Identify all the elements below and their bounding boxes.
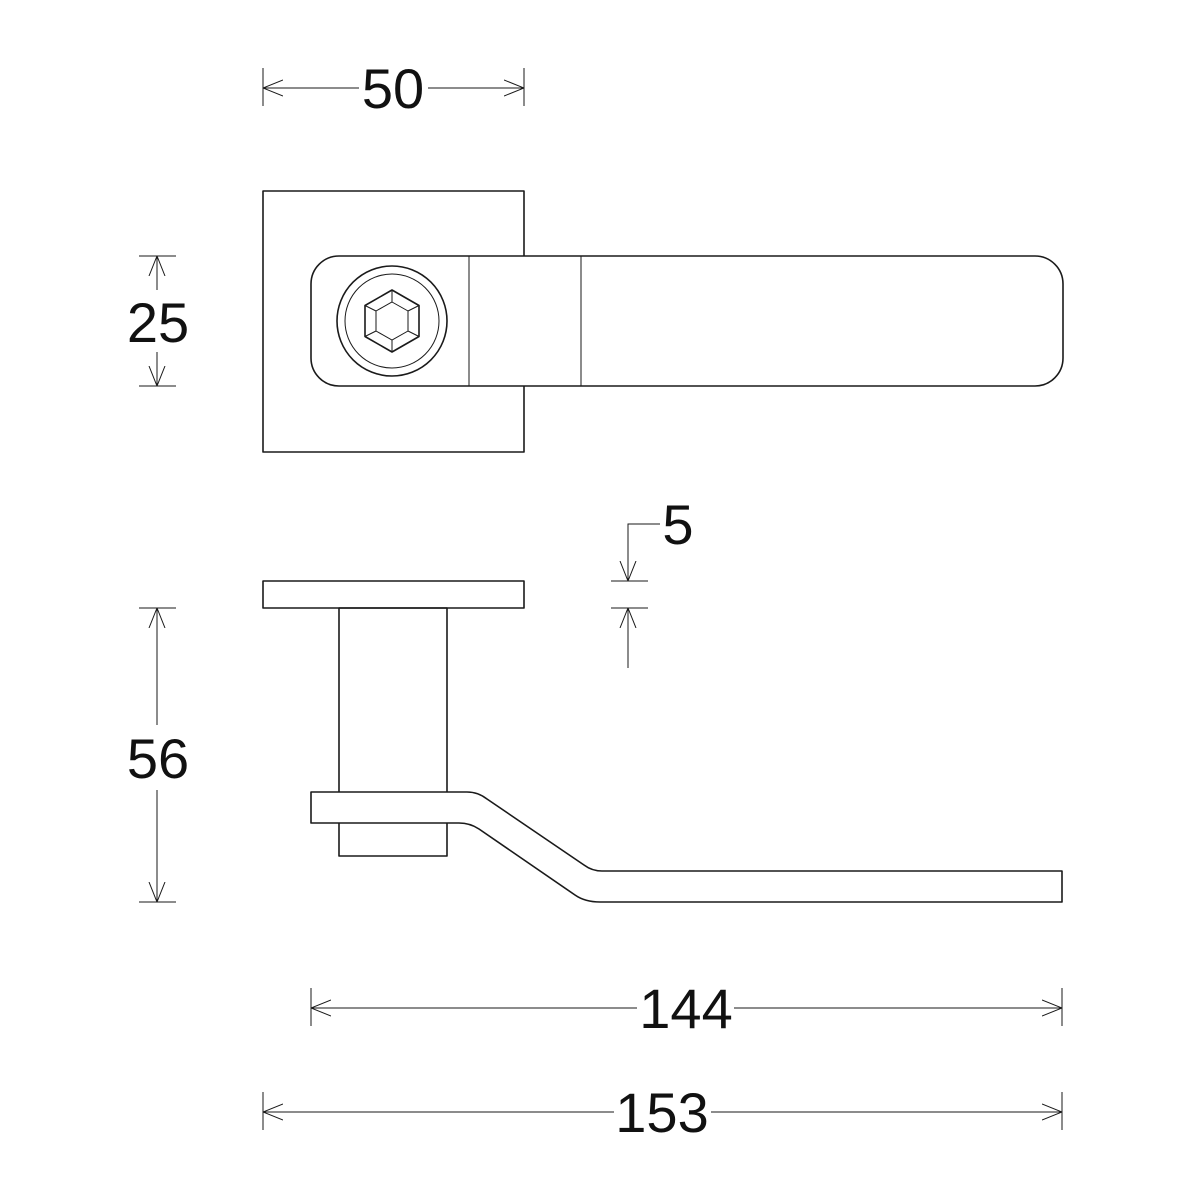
dimension-rose-width: 50 — [262, 57, 525, 120]
dimension-projection: 56 — [127, 607, 189, 903]
hex-edge — [407, 330, 420, 337]
spindle-neck — [338, 607, 448, 857]
dimension-rose-thickness: 5 — [611, 493, 694, 668]
rose-plate-side — [262, 580, 525, 609]
dimension-overall-length: 153 — [262, 1081, 1063, 1144]
dimension-label-lever-height: 25 — [127, 291, 189, 354]
hex-edge — [364, 330, 377, 337]
dimension-label-rose-width: 50 — [362, 57, 424, 120]
dimension-lever-height: 25 — [127, 255, 189, 387]
dimension-label-rose-thickness: 5 — [662, 493, 693, 556]
dimension-label-projection: 56 — [127, 727, 189, 790]
dimension-label-lever-length: 144 — [639, 977, 732, 1040]
lever-front — [310, 255, 1064, 387]
screw-cap-outer — [336, 265, 448, 377]
hex-edge — [364, 305, 377, 312]
screw-cap-inner — [344, 273, 440, 369]
dimension-label-overall-length: 153 — [615, 1081, 708, 1144]
lever-side-profile — [310, 791, 1063, 903]
dimension-lever-length: 144 — [310, 977, 1063, 1040]
hex-edge — [407, 305, 420, 312]
side-view — [262, 580, 1063, 903]
front-view — [262, 190, 1064, 453]
